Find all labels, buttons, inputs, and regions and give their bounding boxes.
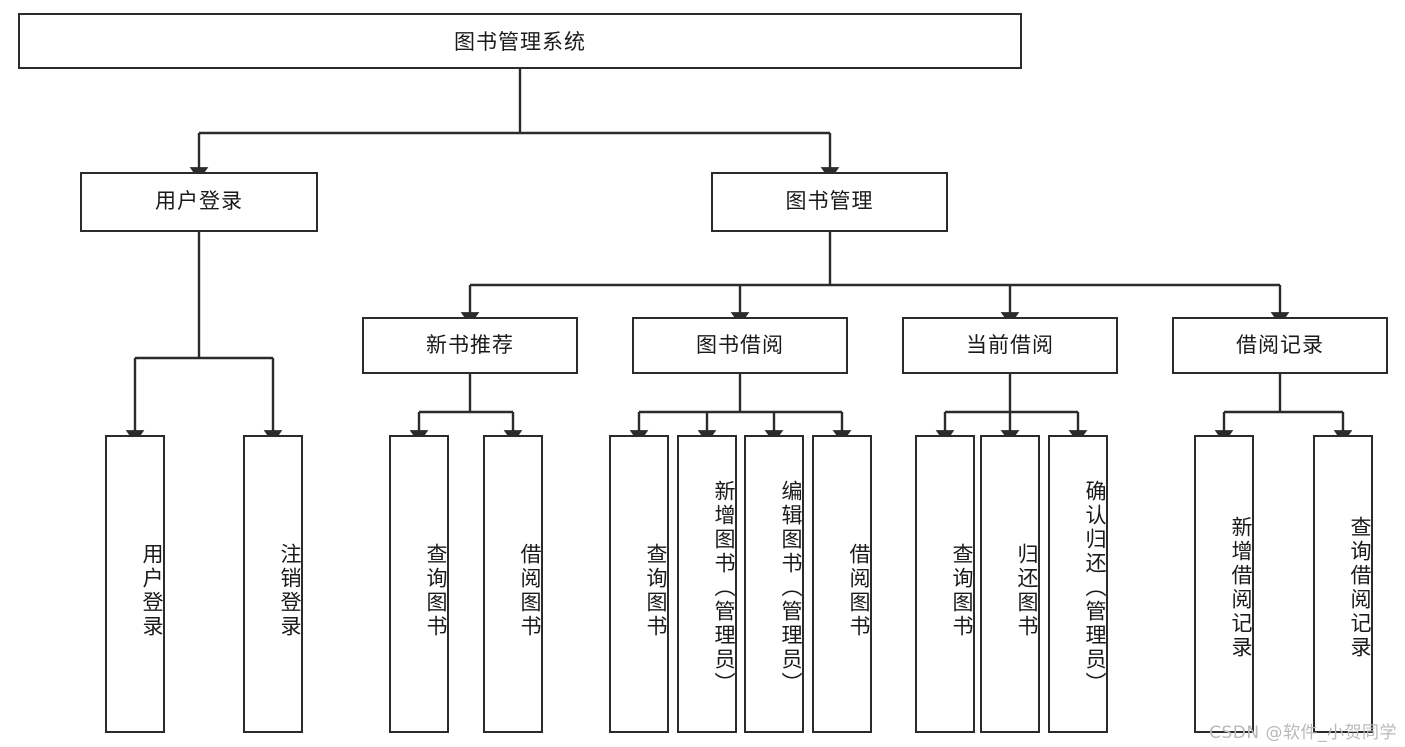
node-root-图书管理系统[interactable]: 图书管理系统 <box>18 13 1022 69</box>
node-label: 借阅图书 <box>847 543 871 639</box>
node-label: 查询图书 <box>424 543 448 639</box>
node-label: 当前借阅 <box>966 332 1054 357</box>
node-book-manage[interactable]: 图书管理 <box>711 172 948 232</box>
node-label: 用户登录 <box>155 189 243 214</box>
node-leaf-user-logout[interactable]: 注销登录 <box>243 435 303 733</box>
edge-trunk-root <box>199 69 830 135</box>
node-leaf-borrow-add-book[interactable]: 新增图书（管理员） <box>677 435 737 733</box>
node-label: 用户登录 <box>140 543 164 639</box>
node-label: 新书推荐 <box>426 332 514 357</box>
node-label: 归还图书 <box>1015 543 1039 639</box>
node-current-borrow[interactable]: 当前借阅 <box>902 317 1118 374</box>
node-label: 编辑图书（管理员） <box>779 480 803 696</box>
node-label: 图书管理系统 <box>454 30 586 54</box>
node-leaf-user-login[interactable]: 用户登录 <box>105 435 165 733</box>
edge-trunk-current-borrow <box>945 374 1078 414</box>
node-label: 查询图书 <box>950 543 974 639</box>
edge-trunk-book-borrow <box>639 374 842 414</box>
edge-trunk-borrow-record <box>1224 374 1343 414</box>
node-label: 图书借阅 <box>696 332 784 357</box>
node-borrow-record[interactable]: 借阅记录 <box>1172 317 1388 374</box>
node-label: 新增借阅记录 <box>1229 516 1253 660</box>
watermark: CSDN @软件_小贺同学 <box>1209 723 1397 743</box>
node-leaf-borrow-borrow-book[interactable]: 借阅图书 <box>812 435 872 733</box>
edge-trunk-new-book-rec <box>419 374 513 414</box>
node-label: 图书管理 <box>785 189 874 214</box>
node-leaf-current-return-book[interactable]: 归还图书 <box>980 435 1040 733</box>
node-leaf-record-query[interactable]: 查询借阅记录 <box>1313 435 1373 733</box>
node-label: 新增图书（管理员） <box>712 480 736 696</box>
node-label: 借阅图书 <box>518 543 542 639</box>
node-leaf-borrow-edit-book[interactable]: 编辑图书（管理员） <box>744 435 804 733</box>
node-leaf-rec-query-book[interactable]: 查询图书 <box>389 435 449 733</box>
node-label: 确认归还（管理员） <box>1083 480 1107 696</box>
node-label: 查询借阅记录 <box>1348 516 1372 660</box>
node-label: 借阅记录 <box>1236 332 1324 357</box>
node-label: 查询图书 <box>644 543 668 639</box>
node-book-borrow[interactable]: 图书借阅 <box>632 317 848 374</box>
node-user-login[interactable]: 用户登录 <box>80 172 318 232</box>
node-label: 注销登录 <box>278 543 302 639</box>
node-leaf-record-add[interactable]: 新增借阅记录 <box>1194 435 1254 733</box>
node-leaf-current-query-book[interactable]: 查询图书 <box>915 435 975 733</box>
node-leaf-borrow-query-book[interactable]: 查询图书 <box>609 435 669 733</box>
node-leaf-current-confirm-return[interactable]: 确认归还（管理员） <box>1048 435 1108 733</box>
edge-trunk-user-login <box>135 232 273 360</box>
node-leaf-rec-borrow-book[interactable]: 借阅图书 <box>483 435 543 733</box>
edge-trunk-book-manage <box>470 232 1280 287</box>
node-new-book-rec[interactable]: 新书推荐 <box>362 317 578 374</box>
